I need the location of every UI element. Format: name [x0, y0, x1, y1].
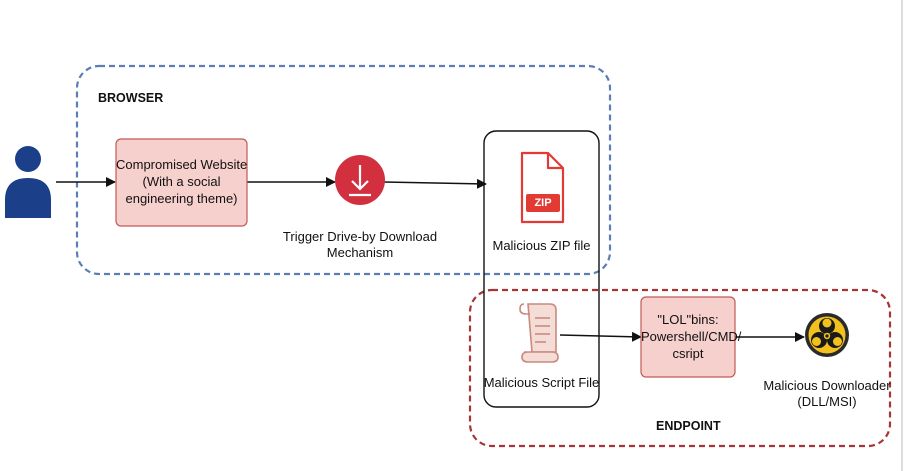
biohazard-icon	[805, 313, 849, 357]
malicious-downloader-line2: (DLL/MSI)	[797, 394, 857, 409]
lolbins-line1: "LOL"bins:	[657, 312, 719, 327]
compromised-website-line2: (With a social	[142, 174, 221, 189]
lolbins-label: "LOL"bins: Powershell/CMD/ csript	[641, 311, 742, 362]
compromised-website-box	[115, 138, 248, 227]
script-scroll-icon	[519, 303, 559, 363]
browser-group	[75, 64, 612, 276]
user-icon	[5, 146, 51, 218]
endpoint-group	[468, 288, 892, 448]
malicious-script-label: Malicious Script File	[483, 375, 600, 390]
lolbins-line2: Powershell/CMD/	[641, 329, 742, 344]
download-icon	[335, 155, 385, 205]
lolbins-line3: csript	[672, 346, 704, 361]
zip-file-icon	[520, 151, 565, 224]
malicious-zip-label: Malicious ZIP file	[492, 238, 591, 253]
trigger-download-line2: Mechanism	[326, 245, 394, 260]
zip-icon-text: ZIP	[534, 197, 552, 209]
browser-group-label: BROWSER	[98, 91, 164, 105]
malicious-downloader-line1: Malicious Downloader	[763, 378, 891, 393]
compromised-website-label: Compromised Website (With a social engin…	[116, 156, 247, 207]
lolbins-box	[640, 296, 736, 378]
compromised-website-line3: engineering theme)	[125, 191, 238, 206]
malicious-file-container	[483, 130, 600, 408]
malicious-downloader-label: Malicious Downloader (DLL/MSI)	[757, 378, 897, 410]
arrow-trigger-to-zip	[383, 178, 487, 189]
arrow-script-to-lolbins	[559, 331, 642, 342]
endpoint-group-label: ENDPOINT	[656, 419, 721, 433]
trigger-download-line1: Trigger Drive-by Download	[282, 229, 438, 244]
trigger-download-label: Trigger Drive-by Download Mechanism	[280, 229, 440, 261]
compromised-website-line1: Compromised Website	[116, 157, 248, 172]
